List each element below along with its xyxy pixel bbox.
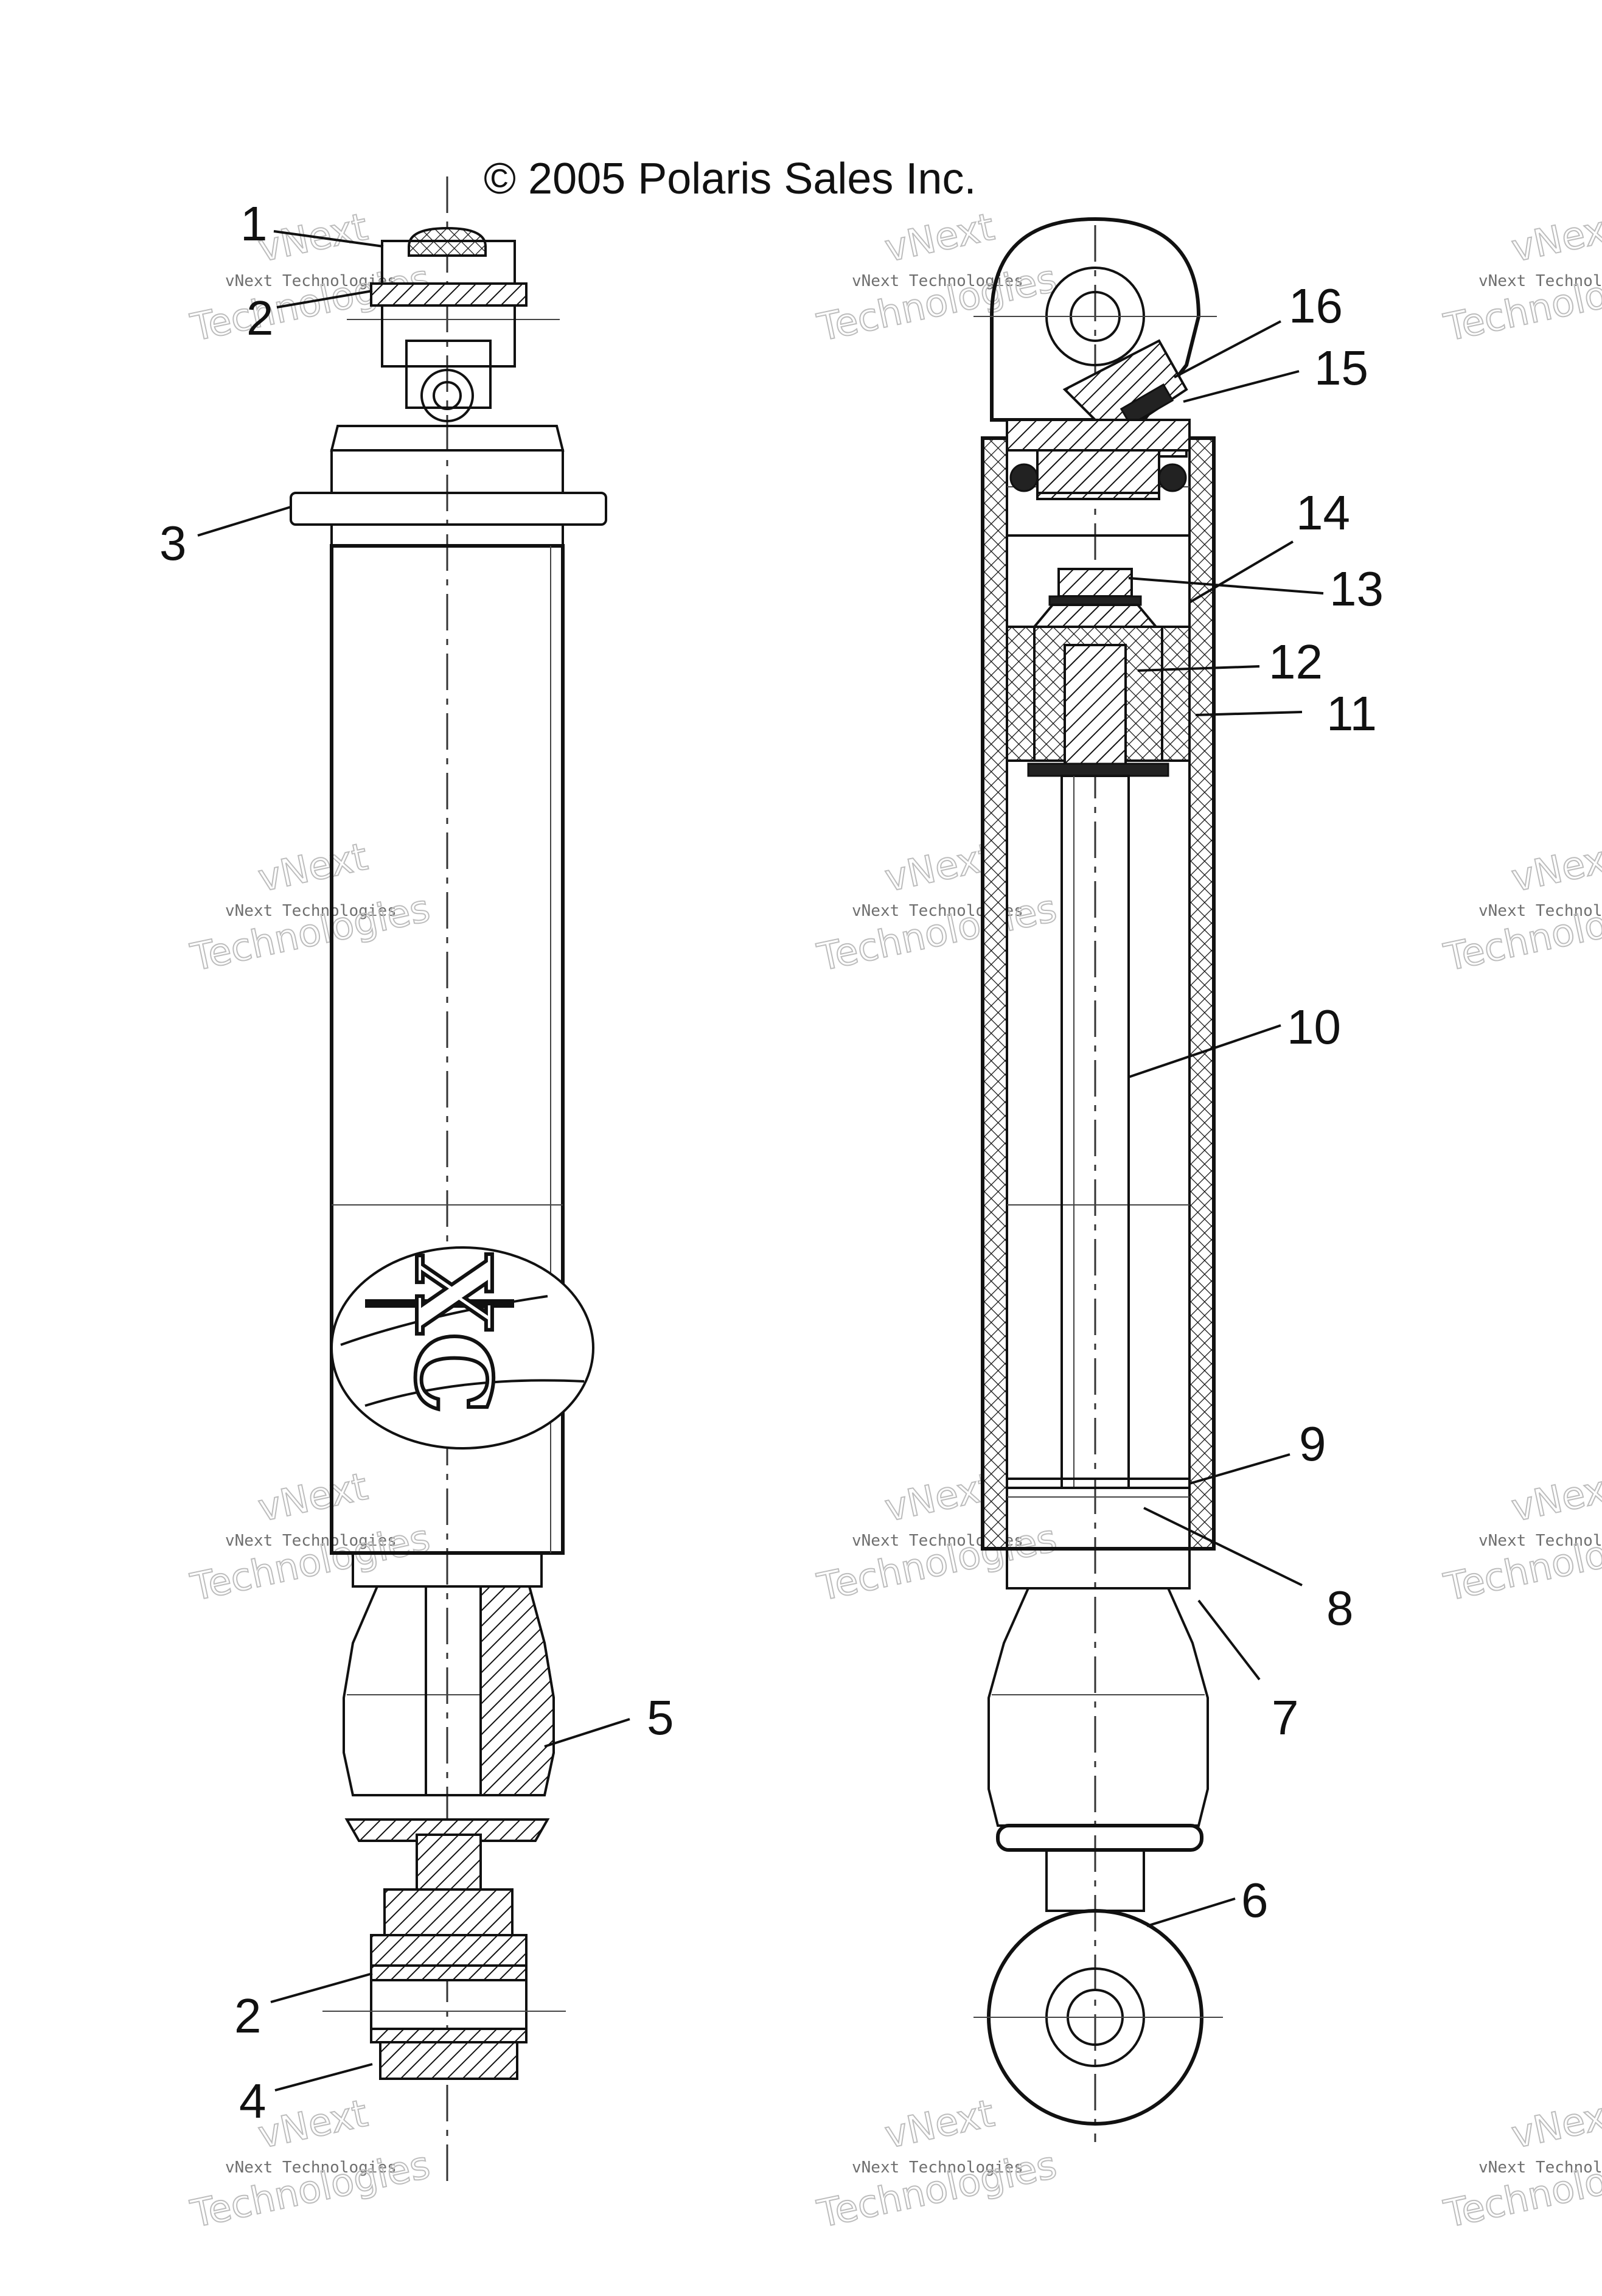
callout-16: 16	[1289, 279, 1343, 333]
svg-text:vNext Technologies: vNext Technologies	[1478, 902, 1602, 920]
svg-text:vNext Technologies: vNext Technologies	[852, 2158, 1023, 2177]
bottom-bushing-upper	[370, 1964, 528, 1981]
top-mount-bolt	[420, 369, 474, 422]
watermark: vNext Technologies vNext Technologies	[813, 204, 1061, 351]
body-wall-left	[981, 437, 1008, 1550]
callout-14: 14	[1296, 486, 1350, 540]
top-eyelet	[990, 217, 1201, 422]
callout-3: 3	[159, 516, 187, 570]
svg-text:Technologies: Technologies	[187, 1515, 434, 1609]
svg-text:vNext: vNext	[881, 834, 998, 901]
top-mount-body	[381, 304, 516, 368]
copyright-text: © 2005 Polaris Sales Inc.	[484, 155, 976, 203]
svg-text:vNext: vNext	[1508, 204, 1602, 271]
svg-text:Technologies: Technologies	[813, 1515, 1060, 1609]
right-shock-section-view	[973, 217, 1223, 2142]
svg-text:vNext Technologies: vNext Technologies	[225, 2158, 397, 2177]
piston-o-ring-right	[1158, 463, 1187, 492]
svg-text:Technologies: Technologies	[1440, 2142, 1602, 2236]
watermark: vNext Technologies vNext Technologies	[186, 2090, 434, 2237]
callout-5: 5	[647, 1691, 674, 1745]
callout-15: 15	[1314, 341, 1368, 395]
bump-stop-right	[987, 1587, 1209, 1827]
svg-text:Technologies: Technologies	[1440, 1515, 1602, 1609]
svg-text:vNext: vNext	[254, 2091, 371, 2157]
svg-text:vNext: vNext	[881, 1464, 998, 1530]
callout-2-top: 2	[246, 291, 274, 345]
left-shock-exterior-view: XC	[290, 176, 607, 2182]
callout-10: 10	[1287, 1000, 1341, 1054]
callout-12: 12	[1269, 635, 1323, 689]
bottom-eyelet-flange	[996, 1824, 1203, 1852]
body-wall-right	[1188, 437, 1215, 1550]
callout-7: 7	[1272, 1691, 1299, 1745]
svg-text:vNext: vNext	[254, 1464, 371, 1530]
svg-text:vNext: vNext	[1508, 1464, 1602, 1530]
floating-piston	[1006, 419, 1191, 500]
watermark: vNext Technologies vNext Technologies	[813, 2090, 1061, 2237]
bottom-washer	[344, 1818, 550, 1842]
callout-4: 4	[239, 2074, 266, 2128]
svg-text:vNext: vNext	[1508, 834, 1602, 901]
watermark: vNext Technologies vNext Technologies	[186, 834, 434, 980]
watermark: vNext Technologies vNext Technologies	[186, 204, 434, 351]
svg-text:vNext: vNext	[254, 834, 371, 901]
svg-text:Technologies: Technologies	[187, 2142, 434, 2236]
adjuster-ring	[290, 492, 607, 526]
xc-logo: XC	[330, 1246, 594, 1450]
callout-1: 1	[240, 197, 268, 251]
callouts: 1 2 3 5 2 4 16 15 14 13 12 11 1	[159, 197, 1384, 2128]
watermark: vNext Technologies vNext Technologies	[813, 834, 1061, 980]
watermark: vNext Technologies vNext Technologies	[1440, 2090, 1602, 2237]
svg-text:Technologies: Technologies	[813, 885, 1060, 979]
lower-shim	[1027, 762, 1169, 777]
callout-6: 6	[1241, 1873, 1269, 1927]
piston-washer	[1048, 595, 1142, 606]
svg-text:vNext: vNext	[881, 2091, 998, 2157]
callout-8: 8	[1326, 1581, 1354, 1635]
callout-9: 9	[1299, 1417, 1326, 1471]
svg-text:XC: XC	[392, 1254, 514, 1414]
top-bushing	[370, 282, 528, 307]
svg-text:Technologies: Technologies	[1440, 256, 1602, 349]
svg-text:Technologies: Technologies	[813, 256, 1060, 349]
svg-text:vNext Technologies: vNext Technologies	[225, 902, 397, 920]
piston-nut	[1057, 568, 1133, 598]
watermark: vNext Technologies vNext Technologies	[1440, 1464, 1602, 1610]
piston-o-ring-left	[1009, 463, 1039, 492]
svg-text:Technologies: Technologies	[187, 885, 434, 979]
watermark: vNext Technologies vNext Technologies	[1440, 204, 1602, 351]
svg-text:vNext: vNext	[1508, 2091, 1602, 2157]
svg-text:vNext Technologies: vNext Technologies	[225, 1532, 397, 1550]
callout-13: 13	[1329, 562, 1384, 616]
bottom-eyelet-base	[379, 2041, 518, 2080]
svg-text:vNext: vNext	[881, 204, 998, 271]
top-mount-clevis	[405, 340, 492, 409]
svg-text:vNext Technologies: vNext Technologies	[1478, 1532, 1602, 1550]
callout-2-bottom: 2	[234, 1989, 262, 2043]
bottom-bushing-lower	[370, 2028, 528, 2043]
svg-text:Technologies: Technologies	[813, 2142, 1060, 2236]
svg-text:vNext Technologies: vNext Technologies	[1478, 272, 1602, 290]
callout-11: 11	[1326, 686, 1377, 741]
bottom-eyelet-hub	[370, 1934, 528, 1967]
svg-text:vNext Technologies: vNext Technologies	[225, 272, 397, 290]
watermark: vNext Technologies vNext Technologies	[1440, 834, 1602, 980]
svg-text:Technologies: Technologies	[1440, 885, 1602, 979]
svg-text:vNext Technologies: vNext Technologies	[1478, 2158, 1602, 2177]
